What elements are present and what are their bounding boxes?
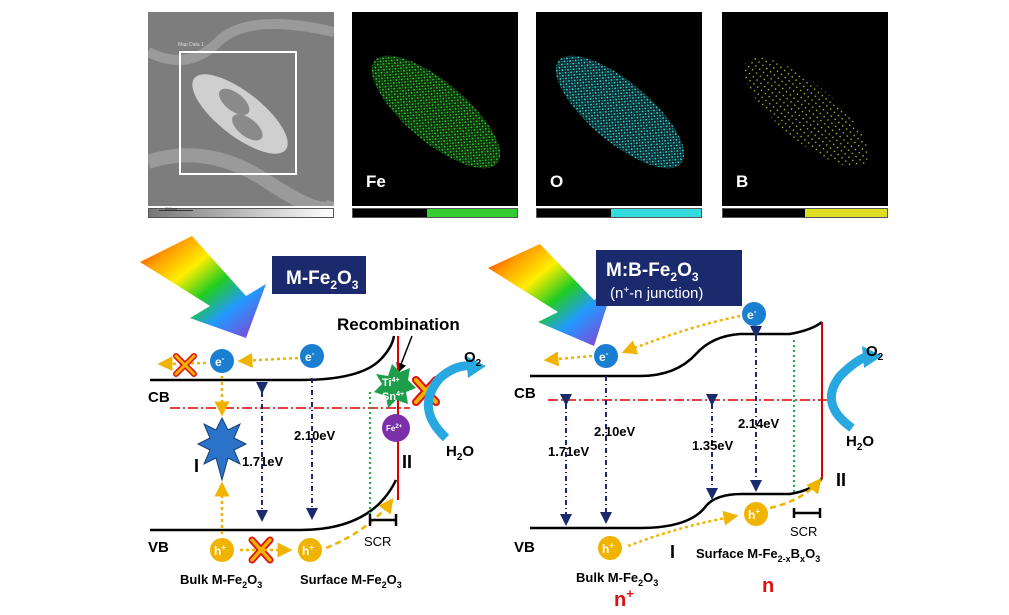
right-o2-label: O2: [866, 343, 884, 363]
right-vb-line: [530, 477, 824, 530]
right-hole-surface: [744, 502, 768, 526]
left-o2-label: O2: [464, 349, 482, 369]
right-vb-label: VB: [514, 539, 535, 556]
right-bulk-label: Bulk M-Fe2O3: [576, 570, 658, 588]
right-title: M:B-Fe2O3: [606, 260, 699, 284]
sem-image: [148, 12, 334, 206]
right-cb-line: [530, 321, 823, 378]
ti-label: Ti4+: [382, 377, 400, 389]
ti-sn-surface-state: [374, 364, 416, 408]
fe2-label: Fe2+: [386, 424, 403, 433]
o-map: [555, 55, 685, 169]
left-light-arrow: [140, 236, 266, 338]
left-cb-label: CB: [148, 389, 170, 406]
left-hole-bulk: [210, 538, 234, 562]
right-electron-bulk: [594, 344, 618, 368]
left-electron-transfer-arrow: [237, 352, 299, 368]
left-title-box: [272, 256, 366, 294]
left-blocked-electron-icon: [173, 353, 197, 377]
element-label-b: B: [736, 172, 749, 191]
left-gap-surface: 2.10eV: [294, 428, 336, 443]
n-label: n: [762, 575, 774, 597]
left-h2o-label: H2O: [446, 443, 474, 463]
nplus-label: n+: [614, 586, 634, 611]
scale-bar-o: [536, 208, 702, 218]
scale-bar-sem: 250nm: [148, 206, 334, 218]
eds-panel-sem: Map Data 1: [148, 12, 334, 206]
right-region-I: I: [670, 542, 675, 562]
left-vb-line: [150, 479, 398, 532]
left-electron-bulk-label: e-: [215, 354, 225, 369]
left-hole-bulk-label: h+: [214, 543, 226, 558]
left-scr-marker: [368, 514, 398, 526]
left-hole-surface: [298, 538, 322, 562]
left-electron-bulk: [210, 349, 234, 373]
left-title: M-Fe2O3: [286, 268, 359, 292]
eds-panel-b: B: [722, 12, 888, 206]
right-electron-surface: [742, 302, 766, 326]
right-electron-surface-label: e-: [747, 307, 757, 322]
right-region-II: II: [836, 470, 846, 490]
right-electron-bulk-label: e-: [599, 349, 609, 364]
right-hole-transfer-arrow: [627, 510, 739, 548]
left-electron-leak-arrow: [157, 356, 207, 372]
fe-map: [371, 55, 501, 169]
bulk-recombination-center: [196, 416, 248, 482]
right-electron-transfer-arrow: [621, 314, 741, 355]
right-light-arrow: [488, 244, 612, 346]
eds-panel-o: O: [536, 12, 702, 206]
left-scr-label: SCR: [364, 534, 391, 549]
element-label-o: O: [550, 172, 564, 191]
left-region-I: I: [194, 456, 199, 476]
right-gap-surface: 2.10eV: [594, 424, 636, 439]
right-gap-right: 2.14eV: [738, 416, 780, 431]
right-gap-bulk: 1.71eV: [548, 444, 590, 459]
right-gap-junction: 1.35eV: [692, 438, 734, 453]
left-region-II: II: [402, 452, 412, 472]
scale-bar-b: [722, 208, 888, 218]
right-h2o-label: H2O: [846, 433, 874, 453]
right-oxidation-arc: [827, 351, 870, 432]
left-electron-surface: [300, 344, 324, 368]
right-subtitle: (n+-n junction): [610, 285, 703, 302]
left-hole-surface-label: h+: [302, 543, 314, 558]
left-vb-label: VB: [148, 539, 169, 556]
left-cb-line: [150, 335, 396, 382]
left-electron-surface-label: e-: [305, 349, 315, 364]
fe2-surface-state: [382, 414, 410, 442]
right-scr-marker: [792, 508, 822, 518]
right-electron-leak-arrow: [543, 351, 593, 367]
map-caption: Map Data 1: [178, 42, 204, 48]
right-scr-label: SCR: [790, 524, 817, 539]
right-cb-label: CB: [514, 385, 536, 402]
left-bulk-label: Bulk M-Fe2O3: [180, 572, 262, 590]
left-oxidation-arc: [423, 361, 473, 442]
right-title-box: [596, 250, 742, 306]
scale-bar-fe: [352, 208, 518, 218]
right-hole-bulk: [598, 536, 622, 560]
right-hole-bulk-label: h+: [602, 541, 614, 556]
right-surface-label: Surface M-Fe2-xBxO3: [696, 546, 820, 564]
recombination-label: Recombination: [337, 315, 460, 334]
element-label-fe: Fe: [366, 172, 386, 191]
left-hole-drift-arrow: [325, 497, 394, 550]
eds-panel-fe: Fe: [352, 12, 518, 206]
right-hole-drift-arrow: [769, 478, 822, 510]
right-hole-surface-label: h+: [748, 507, 760, 522]
recombination-pointer: [396, 335, 413, 374]
b-map: [743, 57, 869, 167]
sn-label: Sn4+: [382, 391, 404, 403]
left-surface-label: Surface M-Fe2O3: [300, 572, 402, 590]
